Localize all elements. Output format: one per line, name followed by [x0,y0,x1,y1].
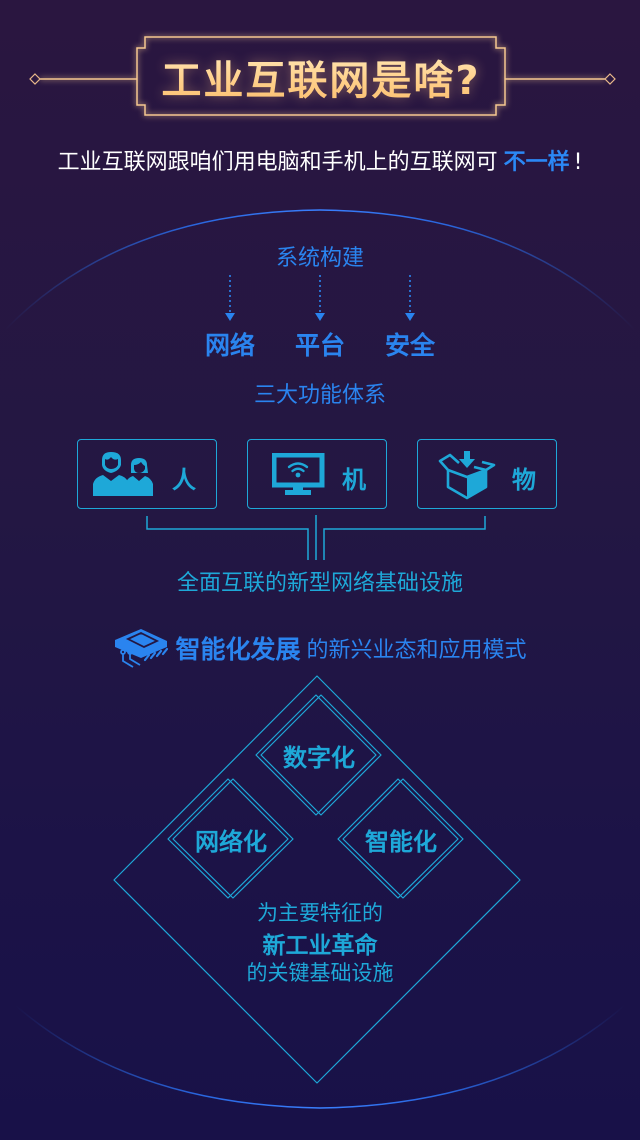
arrow-down-icon [225,313,235,321]
box-thing: 物 [417,439,557,509]
features-line3: 的关键基础设施 [246,961,394,985]
subtitle-end: ! [573,150,583,175]
system-caption: 三大功能体系 [253,383,386,408]
development-strong: 智能化发展 [175,635,301,664]
development-row: 智能化发展 的新兴业态和应用模式 [0,627,640,669]
feature-smart: 智能化 [365,828,437,856]
arrow-down-icon [315,313,325,321]
box-machine-label: 机 [342,466,366,494]
ellipse-bottom-arc [14,1004,626,1109]
features-line1: 为主要特征的 [257,901,383,925]
box-people: 人 [77,439,217,509]
connections-caption: 全面互联的新型网络基础设施 [176,571,463,596]
pillar-security: 安全 [384,331,435,360]
subtitle: 工业互联网跟咱们用电脑和手机上的互联网可不一样! [0,144,640,176]
feature-digital: 数字化 [283,744,355,772]
pillar-platform: 平台 [294,331,345,360]
monitor-wifi-icon [272,453,325,495]
box-icon [438,451,496,500]
diamond-network [167,778,294,899]
subtitle-highlight: 不一样 [503,150,570,175]
development-rest: 的新兴业态和应用模式 [306,638,527,663]
box-thing-label: 物 [512,466,536,494]
subtitle-main: 工业互联网跟咱们用电脑和手机上的互联网可 [57,150,498,175]
diamond-smart [337,778,464,899]
big-diamond [113,675,521,1084]
people-icon [93,452,153,496]
chip-icon [115,629,169,668]
diamond-marker-left-icon [29,73,41,85]
system-heading: 系统构建 [275,246,364,271]
diamond-digital [255,694,382,816]
box-connectors [146,515,486,560]
box-people-label: 人 [172,466,196,494]
page-title: 工业互联网是啥? [145,40,497,114]
diamond-marker-right-icon [604,73,616,85]
pillar-network: 网络 [204,331,255,360]
box-machine: 机 [247,439,387,509]
arrow-down-icon [405,313,415,321]
features-line2: 新工业革命 [262,933,378,959]
ellipse-top-arc [4,209,636,331]
title-frame [40,36,605,116]
dotted-arrows [229,275,411,312]
title-diamond-markers [29,73,616,85]
feature-network: 网络化 [195,828,267,856]
